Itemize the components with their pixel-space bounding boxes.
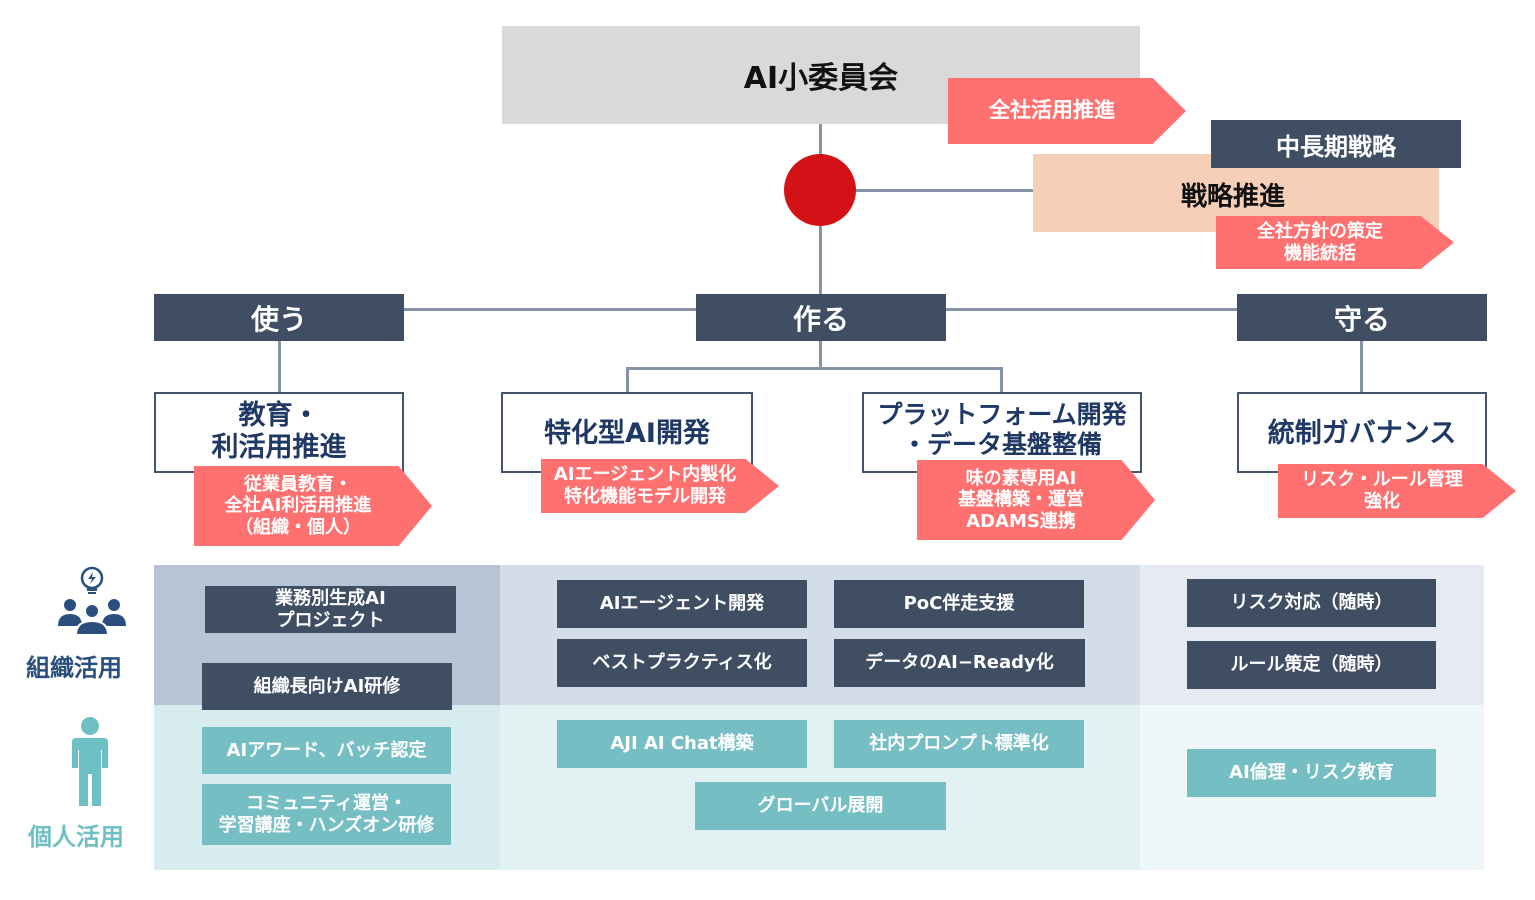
activity-individual-use-2: コミュニティ運営・ 学習講座・ハンズオン研修 — [202, 784, 451, 845]
activity-line: PoC伴走支援 — [903, 593, 1015, 615]
committee-tag: 全社活用推進 — [948, 78, 1186, 144]
tag-line: リスク・ルール管理 — [1301, 469, 1463, 491]
tag-line: ADAMS連携 — [966, 510, 1076, 532]
activity-individual-protect-1: AI倫理・リスク教育 — [1187, 749, 1436, 797]
tag-line: （組織・個人） — [235, 516, 361, 538]
activity-line: AI倫理・リスク教育 — [1229, 762, 1394, 784]
midterm-strategy-header: 中長期戦略 — [1211, 120, 1461, 168]
connector-node-to-pillars — [819, 226, 822, 296]
strategy-tag: 全社方針の策定 機能統括 — [1216, 216, 1454, 269]
activity-org-use-1: 業務別生成AI プロジェクト — [205, 586, 456, 633]
strategy-tag-line: 全社方針の策定 — [1257, 220, 1383, 242]
activity-individual-make-1: AJI AI Chat構築 — [557, 720, 807, 768]
strategy-title: 戦略推進 — [1180, 181, 1285, 212]
activity-line: 業務別生成AI — [275, 587, 386, 609]
activity-individual-make-2: 社内プロンプト標準化 — [834, 720, 1084, 768]
pillar-make-label: 作る — [792, 302, 849, 336]
midterm-strategy-label: 中長期戦略 — [1276, 132, 1396, 161]
activity-line: AIエージェント開発 — [599, 593, 765, 615]
activity-line: AIアワード、バッチ認定 — [226, 739, 427, 761]
pillar-protect-label: 守る — [1333, 302, 1390, 336]
person-icon — [66, 716, 114, 808]
function-title-line: 利活用推進 — [211, 432, 347, 464]
activity-line: グローバル展開 — [757, 795, 884, 817]
hub-node — [784, 154, 856, 226]
row-label-individual: 個人活用 — [28, 823, 124, 851]
tag-line: 従業員教育・ — [244, 473, 352, 495]
strategy-tag-line: 機能統括 — [1284, 242, 1356, 264]
activity-line: 組織長向けAI研修 — [253, 675, 401, 697]
function-governance: 統制ガバナンス — [1237, 392, 1487, 473]
activity-org-make-4: データのAI−Ready化 — [834, 639, 1085, 687]
activity-line: ベストプラクティス化 — [592, 652, 772, 674]
function-title-line: 教育・ — [238, 400, 320, 431]
connector-make-branch — [626, 367, 1002, 370]
tag-line: 全社AI利活用推進 — [224, 495, 372, 517]
activity-line: リスク対応（随時） — [1230, 592, 1393, 614]
connector-make-right — [1000, 367, 1003, 393]
tag-line: AIエージェント内製化 — [553, 464, 737, 486]
activity-org-protect-1: リスク対応（随時） — [1187, 579, 1436, 627]
function-title-line: プラットフォーム開発 — [877, 400, 1127, 429]
activity-org-make-1: AIエージェント開発 — [557, 580, 807, 628]
activity-line: データのAI−Ready化 — [865, 652, 1054, 674]
connector-protect-down — [1360, 341, 1363, 393]
activity-org-use-2: 組織長向けAI研修 — [202, 663, 452, 710]
tag-line: 特化機能モデル開発 — [564, 486, 726, 507]
activity-line: 社内プロンプト標準化 — [869, 733, 1049, 755]
function-title: 特化型AI開発 — [544, 418, 710, 449]
activity-line: プロジェクト — [276, 609, 385, 631]
function-title-line: ・データ基盤整備 — [901, 430, 1102, 459]
activity-org-make-2: PoC伴走支援 — [834, 580, 1084, 628]
function-education-tag: 従業員教育・ 全社AI利活用推進 （組織・個人） — [194, 466, 432, 546]
activity-line: 学習講座・ハンズオン研修 — [218, 814, 435, 836]
activity-individual-use-1: AIアワード、バッチ認定 — [202, 727, 451, 774]
connector-make-left — [626, 367, 629, 393]
row-label-org: 組織活用 — [26, 654, 122, 682]
activity-org-make-3: ベストプラクティス化 — [557, 639, 807, 687]
activity-individual-make-3: グローバル展開 — [695, 782, 946, 830]
tag-line: 強化 — [1364, 491, 1400, 512]
committee-title: AI小委員会 — [743, 61, 899, 96]
tag-line: 味の素専用AI — [965, 467, 1077, 489]
committee-tag-text: 全社活用推進 — [989, 98, 1115, 123]
function-education: 教育・ 利活用推進 — [154, 392, 404, 473]
function-platform: プラットフォーム開発 ・データ基盤整備 — [862, 392, 1142, 473]
activity-line: ルール策定（随時） — [1230, 654, 1393, 676]
tag-line: 基盤構築・運営 — [958, 489, 1084, 511]
function-governance-tag: リスク・ルール管理 強化 — [1278, 464, 1516, 518]
connector-node-to-strategy — [855, 189, 1035, 192]
function-specialized-ai-tag: AIエージェント内製化 特化機能モデル開発 — [541, 459, 779, 513]
connector-use-down — [278, 341, 281, 393]
connector-committee-to-node — [819, 124, 822, 156]
function-platform-tag: 味の素専用AI 基盤構築・運営 ADAMS連携 — [917, 460, 1155, 540]
activity-line: コミュニティ運営・ — [246, 792, 407, 814]
connector-make-down — [819, 341, 822, 369]
pillar-protect: 守る — [1237, 294, 1487, 341]
pillar-use-label: 使う — [250, 302, 307, 336]
activity-line: AJI AI Chat構築 — [610, 733, 754, 755]
function-title: 統制ガバナンス — [1267, 418, 1457, 449]
activity-org-protect-2: ルール策定（随時） — [1187, 641, 1436, 689]
team-idea-icon — [52, 564, 132, 636]
pillar-make: 作る — [696, 294, 946, 341]
pillar-use: 使う — [154, 294, 404, 341]
